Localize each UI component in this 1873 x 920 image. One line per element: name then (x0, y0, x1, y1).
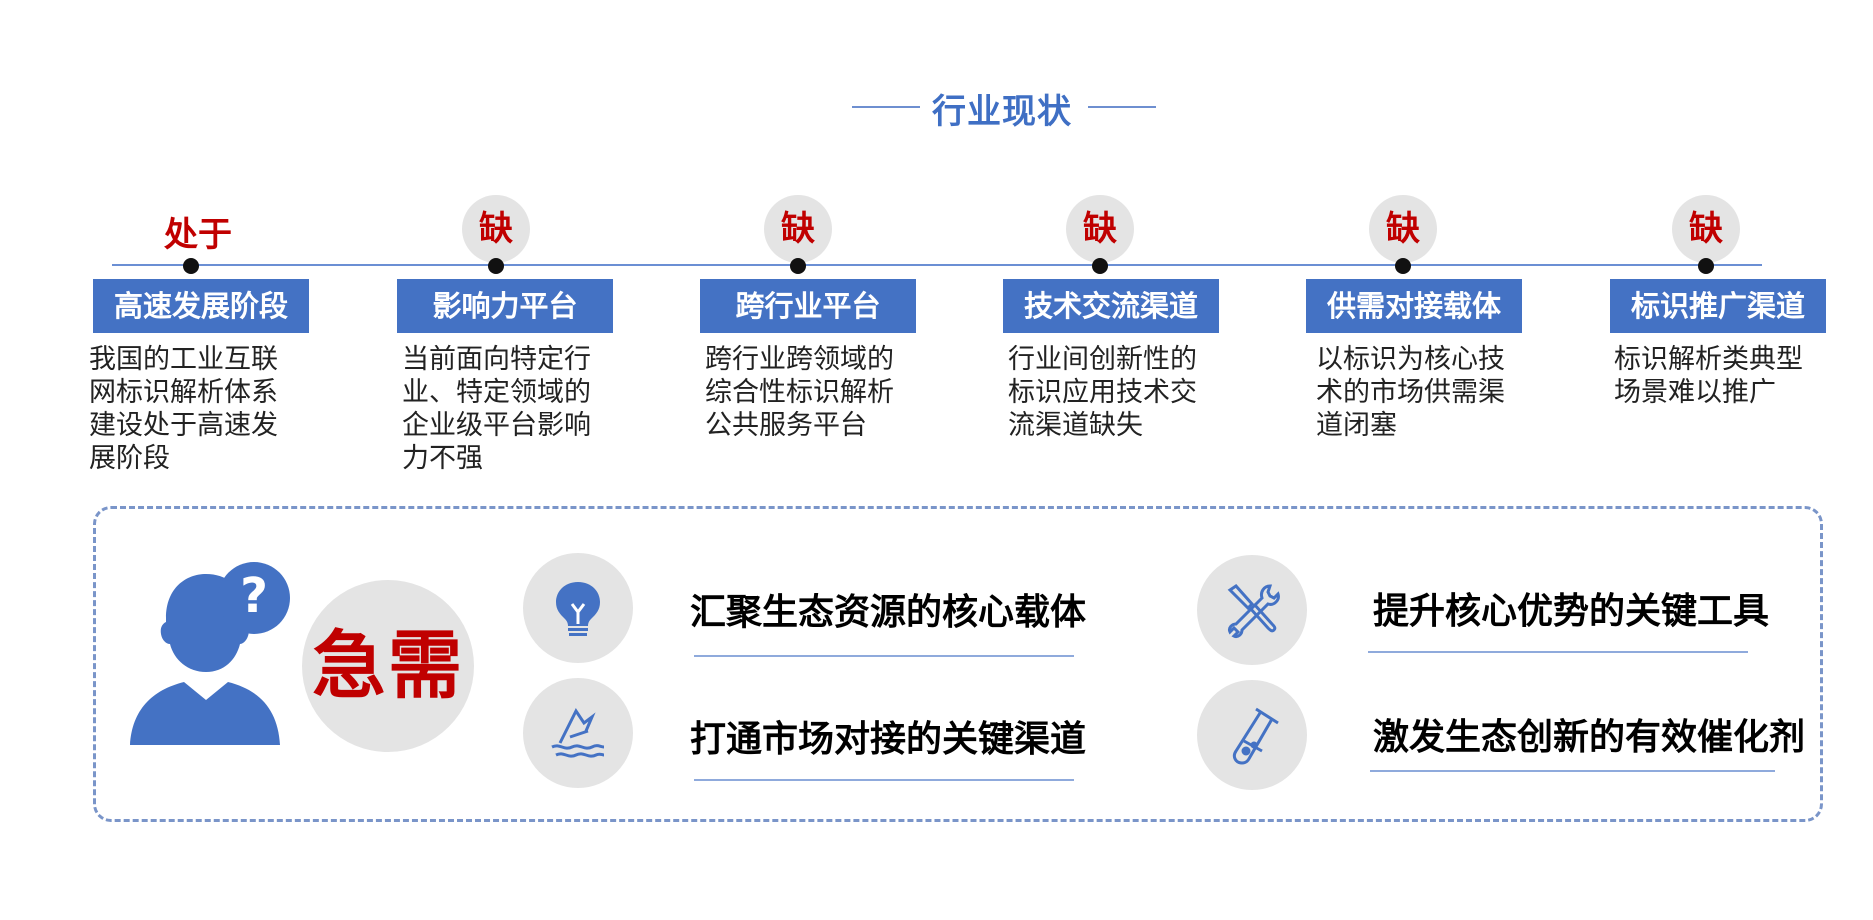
question-mark: ? (240, 568, 268, 624)
stage-tag: 高速发展阶段 (93, 279, 309, 333)
timeline-dot (1092, 258, 1108, 274)
lightbulb-icon (523, 553, 633, 663)
header-line-left (852, 106, 920, 108)
timeline-dot (1395, 258, 1411, 274)
stage-tag: 标识推广渠道 (1610, 279, 1826, 333)
stage-marker: 缺 (1369, 195, 1437, 263)
stage-marker: 缺 (1672, 195, 1740, 263)
person-icon (130, 562, 290, 745)
timeline-dot (1698, 258, 1714, 274)
stage-description: 跨行业跨领域的综合性标识解析公共服务平台 (705, 344, 894, 441)
timeline-dot (790, 258, 806, 274)
timeline-line (112, 264, 1762, 266)
need-item-text: 激发生态创新的有效催化剂 (1373, 717, 1806, 758)
tools-icon (1197, 555, 1307, 665)
urgent-label: 急需 (302, 580, 474, 752)
header-line-right (1088, 106, 1156, 108)
need-item-underline (1370, 770, 1775, 772)
stage-tag: 跨行业平台 (700, 279, 916, 333)
need-item-text: 打通市场对接的关键渠道 (690, 719, 1087, 760)
stage-description: 以标识为核心技术的市场供需渠道闭塞 (1316, 344, 1505, 441)
page-title: 行业现状 (932, 92, 1072, 132)
need-item-text: 汇聚生态资源的核心载体 (690, 592, 1087, 633)
need-item-text: 提升核心优势的关键工具 (1373, 591, 1770, 632)
stage-description: 我国的工业互联网标识解析体系建设处于高速发展阶段 (89, 344, 278, 474)
stage-description: 当前面向特定行业、特定领域的企业级平台影响力不强 (402, 344, 591, 474)
stage-marker: 缺 (764, 195, 832, 263)
stage-description: 行业间创新性的标识应用技术交流渠道缺失 (1008, 344, 1197, 441)
need-item-underline (1368, 651, 1748, 653)
stage-tag: 技术交流渠道 (1003, 279, 1219, 333)
timeline-dot (183, 258, 199, 274)
urgent-needs-box (93, 506, 1823, 822)
section-header: 行业现状 (0, 80, 1873, 140)
stage-description: 标识解析类典型场景难以推广 (1614, 344, 1803, 408)
timeline-dot (488, 258, 504, 274)
stage-marker: 缺 (462, 195, 530, 263)
stage-tag: 影响力平台 (397, 279, 613, 333)
stage-marker: 缺 (1066, 195, 1134, 263)
channel-icon (523, 678, 633, 788)
need-item-underline (694, 655, 1074, 657)
stage-tag: 供需对接载体 (1306, 279, 1522, 333)
stage-marker: 处于 (164, 215, 232, 255)
test-tube-icon (1197, 680, 1307, 790)
need-item-underline (694, 779, 1074, 781)
